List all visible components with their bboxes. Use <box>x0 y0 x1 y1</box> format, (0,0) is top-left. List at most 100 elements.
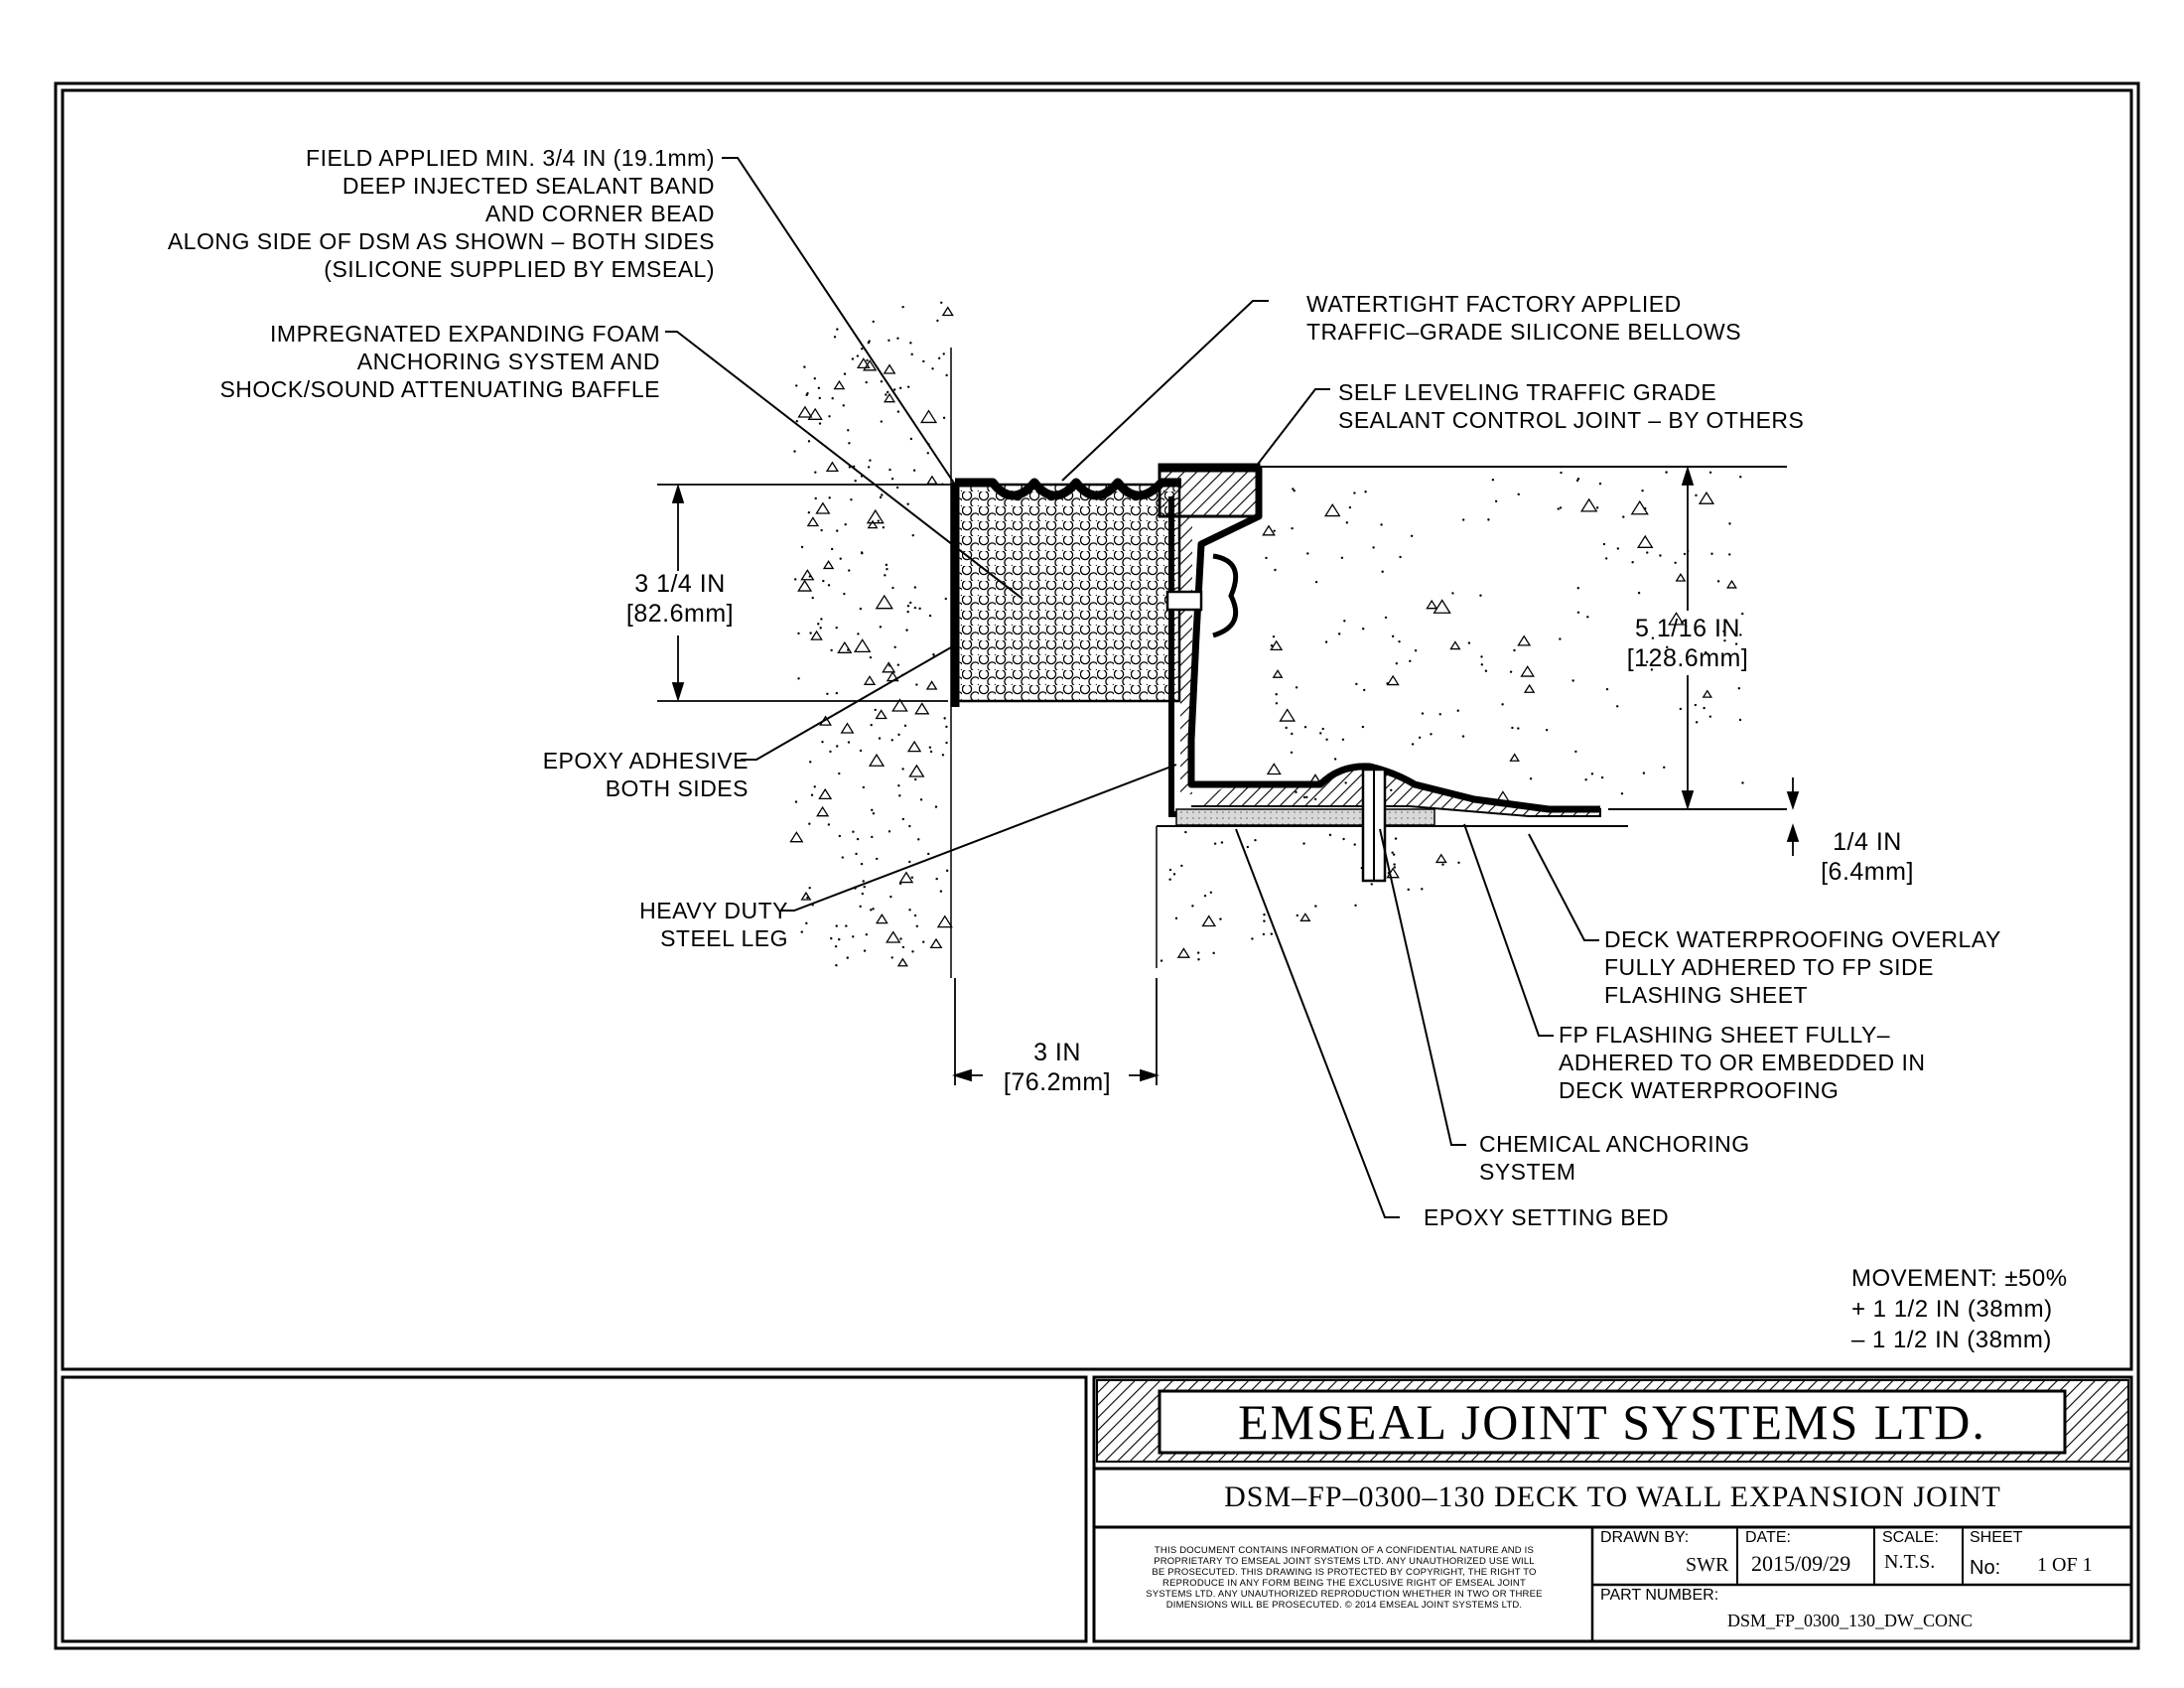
concrete-stipple <box>1251 937 1254 940</box>
concrete-stipple <box>1650 668 1654 671</box>
concrete-stipple <box>885 393 887 396</box>
concrete-stipple <box>1557 507 1560 510</box>
concrete-stipple <box>1694 703 1698 707</box>
concrete-stipple <box>1353 492 1356 494</box>
concrete-aggregate <box>867 519 879 529</box>
callout-line: FIELD APPLIED MIN. 3/4 IN (19.1mm) <box>306 145 715 171</box>
concrete-aggregate <box>789 831 804 843</box>
concrete-stipple <box>857 633 860 635</box>
concrete-stipple <box>882 526 886 529</box>
concrete-stipple <box>1197 958 1200 961</box>
concrete-stipple <box>830 547 834 551</box>
concrete-stipple <box>859 905 862 909</box>
concrete-stipple <box>1321 727 1324 731</box>
concrete-stipple <box>917 838 920 841</box>
concrete-stipple <box>897 733 900 737</box>
dim-value-metric: [82.6mm] <box>625 600 735 628</box>
concrete-stipple <box>1343 620 1346 623</box>
dim-step: 1/4 IN [6.4mm] <box>1813 827 1922 887</box>
concrete-stipple <box>1324 640 1328 643</box>
callout-line: ANCHORING SYSTEM AND <box>356 349 660 374</box>
concrete-aggregate <box>908 764 925 777</box>
concrete-stipple <box>821 740 824 744</box>
concrete-aggregate <box>1262 524 1276 536</box>
concrete-stipple <box>1728 553 1731 556</box>
concrete-stipple <box>827 584 831 587</box>
concrete-stipple <box>826 692 829 695</box>
concrete-stipple <box>1363 688 1366 692</box>
concrete-aggregate <box>1702 689 1713 698</box>
concrete-stipple <box>1559 637 1562 640</box>
concrete-aggregate <box>863 675 877 685</box>
concrete-stipple <box>929 750 933 754</box>
concrete-stipple <box>862 785 866 789</box>
concrete-stipple <box>1191 905 1194 908</box>
concrete-stipple <box>1180 864 1183 868</box>
concrete-stipple <box>1337 633 1341 635</box>
concrete-aggregate <box>1517 634 1532 646</box>
concrete-stipple <box>820 528 823 532</box>
concrete-aggregate <box>1726 579 1737 589</box>
drawn-by-value: SWR <box>1686 1554 1729 1576</box>
concrete-stipple <box>848 442 851 445</box>
concrete-stipple <box>1560 471 1563 475</box>
concrete-stipple <box>1484 669 1488 672</box>
concrete-stipple <box>905 629 908 632</box>
concrete-aggregate <box>866 508 885 524</box>
concrete-stipple <box>1517 492 1520 496</box>
callout-deck-overlay: DECK WATERPROOFING OVERLAY FULLY ADHERED… <box>1604 925 2001 1009</box>
concrete-stipple <box>1341 738 1345 741</box>
concrete-stipple <box>1438 713 1441 716</box>
callout-line: STEEL LEG <box>660 925 788 951</box>
concrete-stipple <box>1586 616 1589 619</box>
concrete-stipple <box>1213 842 1217 845</box>
concrete-stipple <box>847 648 850 651</box>
concrete-stipple <box>851 357 855 360</box>
callout-line: SELF LEVELING TRAFFIC GRADE <box>1338 379 1717 405</box>
concrete-aggregate <box>816 805 830 817</box>
left-concrete-slab <box>789 301 954 978</box>
concrete-stipple <box>1695 493 1698 497</box>
concrete-aggregate <box>883 392 896 403</box>
concrete-stipple <box>800 930 803 933</box>
concrete-stipple <box>841 856 844 859</box>
concrete-aggregate <box>925 680 938 690</box>
callout-line: DECK WATERPROOFING OVERLAY <box>1604 926 2001 952</box>
concrete-stipple <box>880 380 884 383</box>
disclaimer-line: PROPRIETARY TO EMSEAL JOINT SYSTEMS LTD.… <box>1154 1556 1535 1567</box>
concrete-stipple <box>1220 841 1224 844</box>
concrete-stipple <box>1291 526 1294 530</box>
concrete-stipple <box>814 496 817 500</box>
concrete-stipple <box>1393 866 1397 869</box>
concrete-stipple <box>809 761 812 764</box>
concrete-stipple <box>836 529 839 532</box>
concrete-stipple <box>1290 751 1294 754</box>
concrete-stipple <box>897 784 900 787</box>
concrete-stipple <box>820 618 823 621</box>
callout-fp-flashing: FP FLASHING SHEET FULLY– ADHERED TO OR E… <box>1559 1021 1925 1104</box>
concrete-stipple <box>1391 851 1394 854</box>
concrete-stipple <box>1517 727 1520 730</box>
movement-note: MOVEMENT: ±50% + 1 1/2 IN (38mm) – 1 1/2… <box>1851 1263 2068 1355</box>
concrete-stipple <box>813 785 816 788</box>
concrete-stipple <box>1674 561 1677 564</box>
concrete-stipple <box>937 356 941 359</box>
sheet-no-value: 1 OF 1 <box>2037 1554 2093 1576</box>
concrete-stipple <box>1575 479 1579 483</box>
concrete-aggregate <box>936 914 953 928</box>
concrete-stipple <box>842 404 845 407</box>
concrete-stipple <box>877 519 880 522</box>
callout-steel-leg: HEAVY DUTY STEEL LEG <box>639 897 788 952</box>
part-number-value: DSM_FP_0300_130_DW_CONC <box>1727 1611 1974 1630</box>
concrete-aggregate <box>863 359 878 371</box>
date-value: 2015/09/29 <box>1751 1551 1851 1576</box>
concrete-stipple <box>1513 648 1516 652</box>
concrete-stipple <box>895 486 899 490</box>
concrete-stipple <box>945 725 948 729</box>
concrete-stipple <box>911 950 914 953</box>
concrete-stipple <box>901 817 905 821</box>
concrete-stipple <box>1414 649 1418 652</box>
concrete-stipple <box>880 420 884 423</box>
concrete-stipple <box>945 373 948 377</box>
concrete-stipple <box>866 358 869 362</box>
